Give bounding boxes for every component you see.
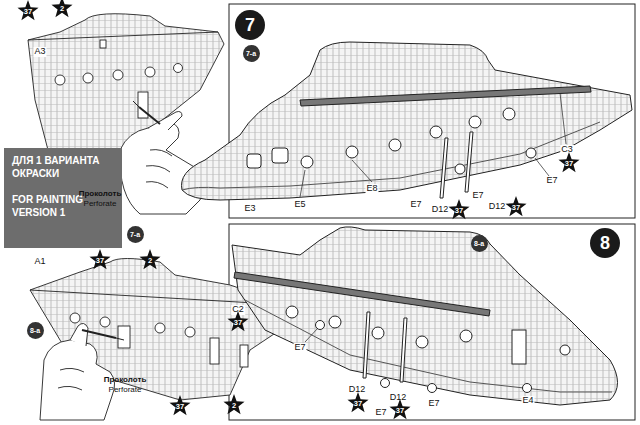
step-number: 8 xyxy=(590,228,620,258)
paint-number: 37 xyxy=(396,407,404,415)
paint-number: 37 xyxy=(24,8,32,16)
painting-version-band: ДЛЯ 1 ВАРИАНТА ОКРАСКИFOR PAINTING VERSI… xyxy=(4,148,122,248)
paint-number: 37 xyxy=(176,403,184,411)
part-number: E7 xyxy=(545,176,558,186)
instruction-note: Perforate xyxy=(108,386,143,395)
sub-step-callout: 8-a xyxy=(471,235,488,252)
part-number: A3 xyxy=(33,47,46,57)
part-number: D12 xyxy=(431,205,450,215)
paint-number: 37 xyxy=(512,204,520,212)
paint-number: 2 xyxy=(60,5,64,13)
part-number: E8 xyxy=(365,184,378,194)
sub-step-callout: 8-a xyxy=(27,322,44,339)
paint-number: 37 xyxy=(234,319,242,327)
part-number: E7 xyxy=(409,200,422,210)
sub-step-callout: 7-a xyxy=(127,226,144,243)
node-text: 7-a xyxy=(130,231,140,238)
paint-number: 37 xyxy=(455,207,463,215)
paint-number: 2 xyxy=(148,257,152,265)
paint-number: 37 xyxy=(96,257,104,265)
step-number: 7 xyxy=(235,10,265,40)
part-number: E7 xyxy=(427,399,440,409)
part-number: C3 xyxy=(560,145,574,155)
node-text: 8-a xyxy=(474,240,484,247)
node-text: 8-a xyxy=(30,327,40,334)
node-text: 7-a xyxy=(246,50,256,57)
instruction-note: Perforate xyxy=(83,200,118,209)
paint-number: 2 xyxy=(232,402,236,410)
part-number: A1 xyxy=(33,257,46,267)
part-number: E4 xyxy=(521,396,534,406)
fuselage-step-7 xyxy=(181,42,632,200)
node-text: 7 xyxy=(245,16,255,34)
part-number: D12 xyxy=(389,393,408,403)
paint-number: 37 xyxy=(565,160,573,168)
fuselage-step-8 xyxy=(232,227,618,405)
part-number: D12 xyxy=(488,202,507,212)
part-number: E5 xyxy=(293,200,306,210)
paint-number: 37 xyxy=(354,400,362,408)
node-text: ДЛЯ 1 ВАРИАНТА ОКРАСКИ xyxy=(12,155,114,180)
node-text: 8 xyxy=(600,234,610,252)
instruction-note: Проколоть xyxy=(103,376,148,385)
instruction-note: Проколоть xyxy=(78,190,123,199)
part-number: E7 xyxy=(374,408,387,418)
part-number: E3 xyxy=(243,204,256,214)
part-number: D12 xyxy=(348,385,367,395)
part-number: E7 xyxy=(471,191,484,201)
sub-step-callout: 7-a xyxy=(243,45,260,62)
part-number: E7 xyxy=(293,343,306,353)
